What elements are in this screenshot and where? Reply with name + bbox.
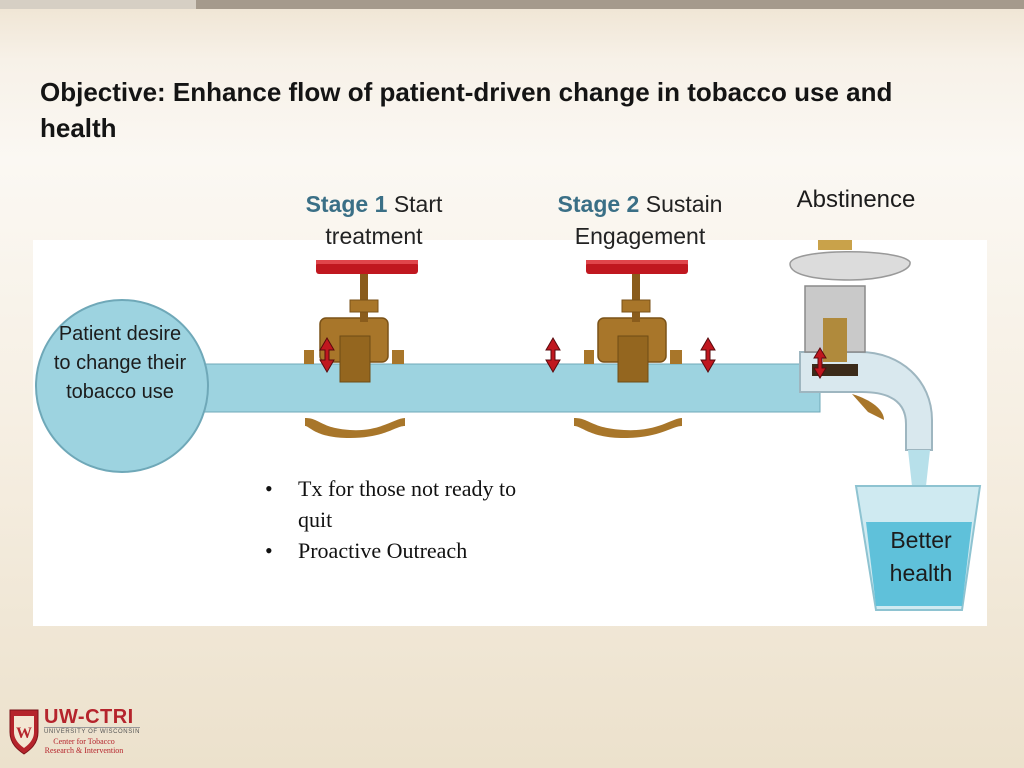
stage1-text: Start bbox=[393, 191, 443, 217]
outcome-label: Better health bbox=[874, 524, 968, 590]
bullet-list: Tx for those not ready to quit Proactive… bbox=[263, 473, 538, 566]
glass bbox=[854, 485, 982, 611]
stage1-label: Stage 1 Start treatment bbox=[286, 188, 462, 252]
logo-name: UW-CTRI bbox=[44, 706, 134, 728]
slide-title: Objective: Enhance flow of patient-drive… bbox=[40, 77, 893, 143]
logo-center: Center for Tobacco Research & Interventi… bbox=[44, 737, 124, 755]
outcome-label-line1: Better bbox=[890, 527, 952, 553]
faucet bbox=[789, 240, 933, 451]
stage2-text-line2: Engagement bbox=[574, 223, 706, 249]
handwheel-stage1 bbox=[316, 260, 418, 274]
stage2-text: Sustain bbox=[645, 191, 723, 217]
flow-arrow-1 bbox=[319, 337, 335, 373]
stage1-number: Stage 1 bbox=[305, 191, 388, 217]
top-bar bbox=[0, 0, 1024, 9]
water-stream bbox=[908, 450, 930, 486]
stage2-label: Stage 2 Sustain Engagement bbox=[538, 188, 742, 252]
logo-university: UNIVERSITY OF WISCONSIN bbox=[44, 727, 141, 735]
stage2-number: Stage 2 bbox=[557, 191, 640, 217]
stage1-text-line2: treatment bbox=[325, 223, 423, 249]
svg-text:W: W bbox=[16, 725, 32, 742]
faucet-label: Abstinence bbox=[796, 186, 916, 213]
top-bar-accent bbox=[0, 0, 196, 9]
flow-arrow-3 bbox=[700, 337, 716, 373]
bullet-item: Proactive Outreach bbox=[263, 535, 538, 566]
handwheel-stage2 bbox=[586, 260, 688, 274]
valve-stage2 bbox=[574, 274, 682, 438]
valve-stage1 bbox=[304, 274, 405, 438]
flow-arrow-2 bbox=[545, 337, 561, 373]
source-label: Patient desire to change their tobacco u… bbox=[53, 323, 187, 403]
university-crest-icon: W bbox=[9, 709, 39, 755]
flow-arrow-4 bbox=[813, 347, 827, 379]
bullet-item: Tx for those not ready to quit bbox=[263, 473, 538, 535]
outcome-label-line2: health bbox=[889, 560, 953, 586]
pipe-body bbox=[179, 363, 821, 413]
source-reservoir bbox=[35, 299, 209, 473]
